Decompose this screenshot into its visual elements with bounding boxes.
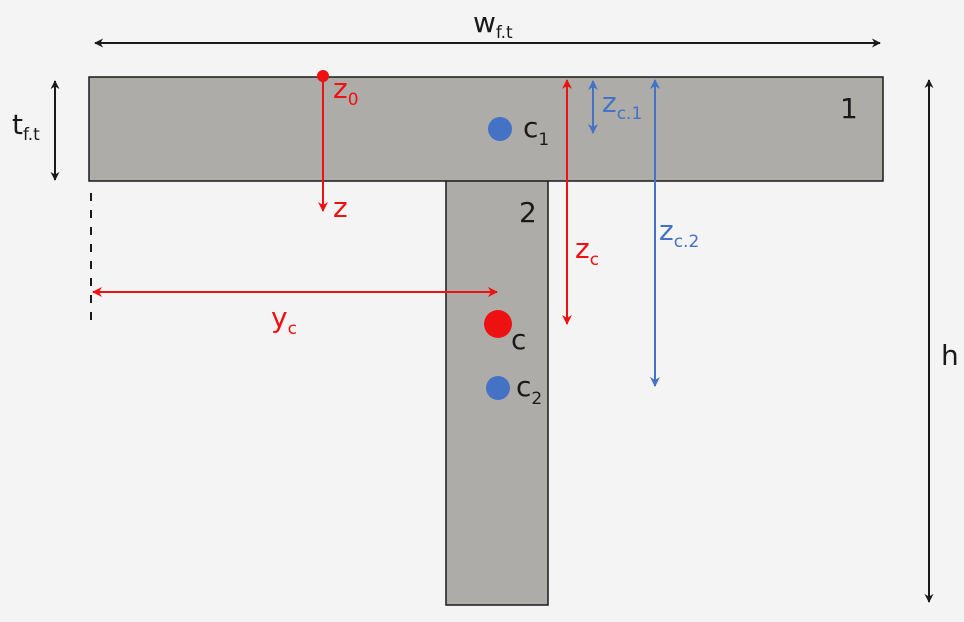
c1-label: c1 xyxy=(523,111,549,150)
zc-label: zc xyxy=(575,232,599,270)
zc1-label: zc.1 xyxy=(602,86,642,124)
centroid-c1-dot xyxy=(488,117,512,141)
yc-label: yc xyxy=(271,301,297,339)
flange-width-label: wf.t xyxy=(473,6,513,43)
c2-label: c2 xyxy=(516,370,542,409)
part-1-label: 1 xyxy=(840,92,858,125)
zc2-label: zc.2 xyxy=(659,214,699,252)
z-label: z xyxy=(333,191,348,224)
flange-thickness-label: tf.t xyxy=(12,108,40,145)
part-2-label: 2 xyxy=(519,196,537,229)
flange-rect xyxy=(88,76,884,182)
centroid-c-dot xyxy=(484,310,512,338)
height-label: h xyxy=(941,339,959,372)
centroid-c2-dot xyxy=(486,376,510,400)
c-label: c xyxy=(511,323,526,356)
z0-label: z0 xyxy=(333,72,359,110)
